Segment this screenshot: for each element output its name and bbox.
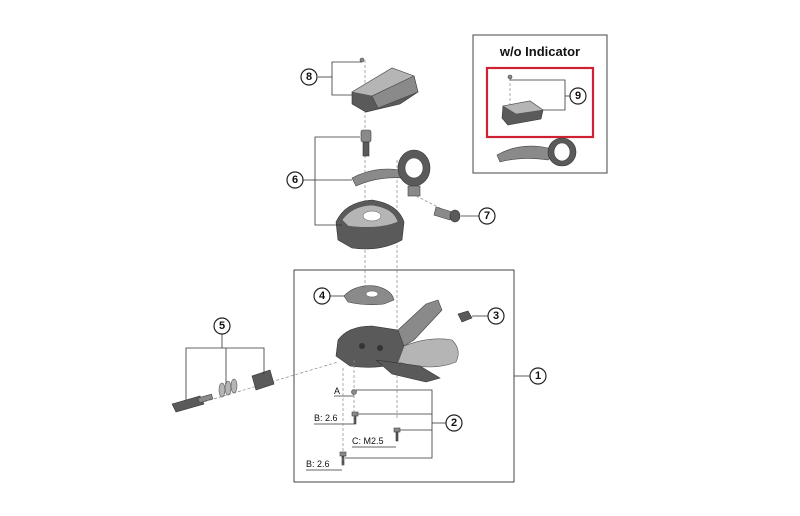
part-7-screw-group: 7 (415, 195, 496, 225)
callout-4 (313, 287, 331, 305)
callout-8 (300, 68, 318, 86)
shift-lever-body (335, 299, 459, 383)
callout-3 (487, 307, 505, 325)
barrel-adjuster-bolt (171, 393, 214, 413)
adjuster-spring (218, 378, 238, 398)
callout-2 (445, 414, 463, 432)
leader-9-top (510, 79, 566, 96)
part-6-housing-group: 6 (286, 129, 431, 250)
screw-b-lower-label: B: 2.6 (306, 459, 330, 469)
part-2-screws-group: A B: 2.6 C: M2.5 B: 2.6 2 (306, 360, 463, 471)
leader-2 (345, 389, 433, 459)
callout-3-label: 3 (493, 310, 499, 322)
part-5-adjuster-group: 5 (171, 317, 339, 413)
leader-9-bottom (543, 96, 566, 111)
callout-5-label: 5 (219, 320, 225, 332)
callout-1 (529, 367, 547, 385)
callout-6-label: 6 (292, 174, 298, 186)
callout-7-label: 7 (484, 210, 490, 222)
part-3-cap-group: 3 (457, 307, 505, 325)
leader-8 (331, 61, 362, 96)
clamp-screw (433, 206, 461, 223)
part-8-cover-group: 8 (300, 57, 419, 113)
inset-clamp (496, 137, 577, 167)
cover-screw (359, 57, 365, 63)
leader-6 (314, 136, 360, 226)
callout-9-label: 9 (575, 90, 581, 102)
screw-b-upper-label: B: 2.6 (314, 413, 338, 423)
cap-cover-part (501, 100, 544, 126)
ratchet-plate (343, 285, 395, 305)
screw-a-label: A (334, 386, 340, 396)
handlebar-clamp (351, 149, 431, 197)
clamp-bolt (360, 129, 372, 157)
inset-highlight-box (485, 66, 595, 139)
inset-without-indicator: w/o Indicator 9 (472, 34, 608, 174)
inset-screw (507, 74, 513, 80)
lever-housing (335, 199, 405, 250)
callout-4-label: 4 (319, 290, 326, 302)
indicator-cover (351, 67, 419, 113)
inset-frame (472, 34, 608, 174)
part-4-plate-group: 4 (313, 285, 395, 305)
screw-b-upper (351, 411, 359, 425)
screw-c (393, 427, 401, 442)
inset-title: w/o Indicator (499, 44, 580, 59)
callout-9 (569, 87, 587, 105)
callout-7 (478, 207, 496, 225)
callout-2-label: 2 (451, 417, 457, 429)
callout-1-label: 1 (535, 370, 541, 382)
callout-8-label: 8 (306, 71, 312, 83)
screw-c-label: C: M2.5 (352, 436, 384, 446)
callout-6 (286, 171, 304, 189)
adjuster-nut (251, 369, 275, 391)
callout-5 (213, 317, 231, 335)
leader-5 (185, 347, 265, 400)
small-cap (457, 310, 473, 323)
